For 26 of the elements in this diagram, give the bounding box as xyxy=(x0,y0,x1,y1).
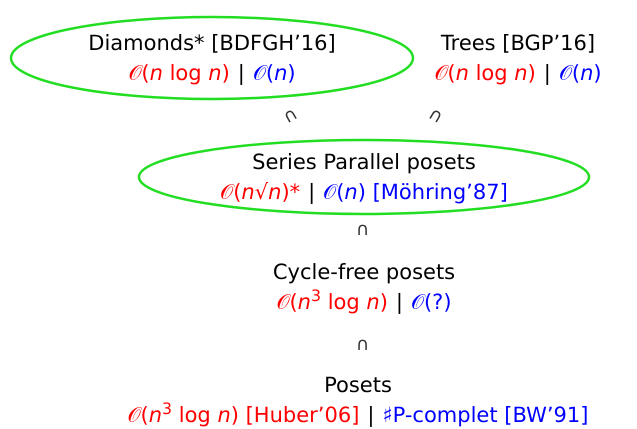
complexity-text: 𝒪(n) xyxy=(558,60,602,87)
complexity-text: ♯P-complet [BW’91] xyxy=(382,402,588,429)
separator: | xyxy=(396,289,403,316)
complexity-text: 𝒪(?) xyxy=(410,289,452,316)
complexity-text: 𝒪(n$^{3}$ log n) [Huber’06] xyxy=(128,400,360,429)
complexity-text: 𝒪(n) xyxy=(252,60,296,87)
node-title: Cycle-free posets xyxy=(272,259,456,286)
node-title: Posets xyxy=(324,372,392,399)
complexity-text: 𝒪(n log n) xyxy=(434,60,536,87)
subset-symbol: ∩ xyxy=(356,335,370,355)
node-title: Diamonds* [BDFGH’16] xyxy=(88,30,336,57)
separator: | xyxy=(238,60,245,87)
separator: | xyxy=(308,179,316,206)
node-title: Trees [BGP’16] xyxy=(440,30,596,57)
complexity-text: 𝒪(n log n) xyxy=(128,60,230,87)
complexity-text: 𝒪(n) [Möhring’87] xyxy=(323,179,508,206)
subset-symbol: ∩ xyxy=(424,104,446,128)
separator: | xyxy=(544,60,551,87)
complexity-text: 𝒪(n√n)* xyxy=(220,179,300,206)
ellipse-node xyxy=(9,15,415,101)
ellipse-node xyxy=(137,138,591,216)
complexity-text: 𝒪(n$^{3}$ log n) xyxy=(276,287,388,316)
subset-symbol: ∩ xyxy=(280,104,302,128)
node-title: Series Parallel posets xyxy=(252,149,476,176)
subset-symbol: ∩ xyxy=(356,220,370,240)
separator: | xyxy=(367,402,374,429)
